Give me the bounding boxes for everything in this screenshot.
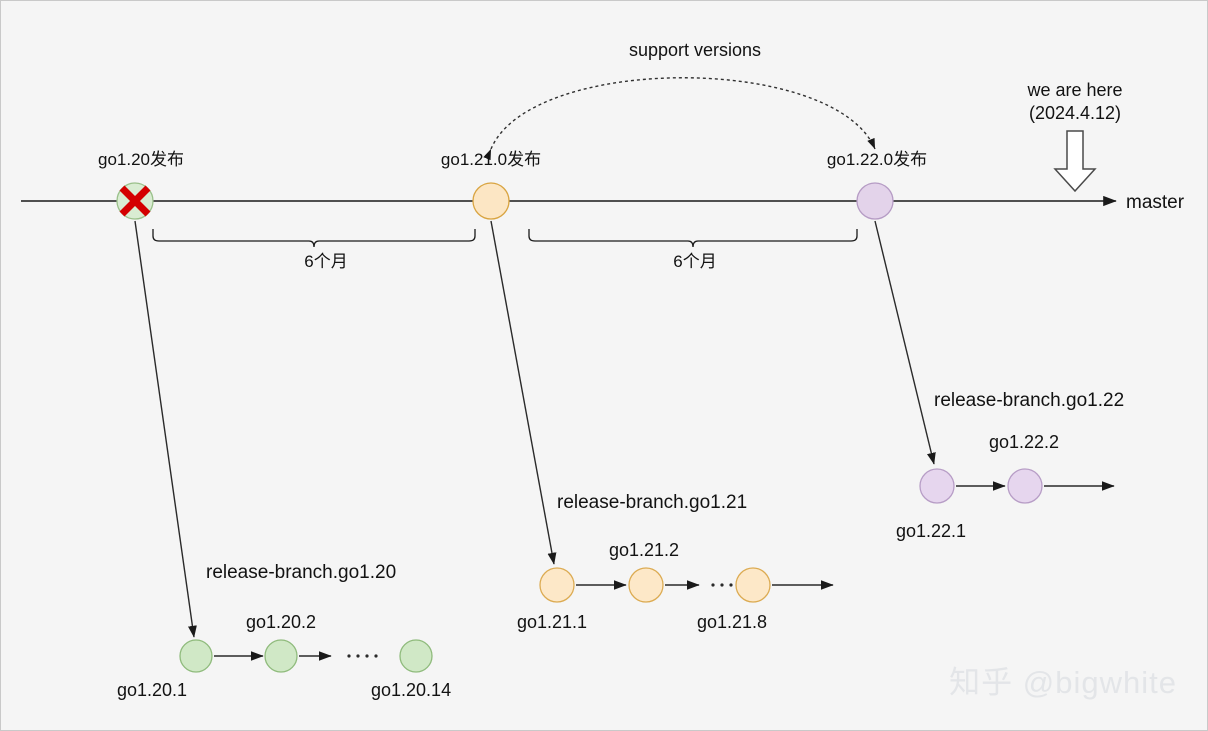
branch-go120-connector: [134, 220, 197, 638]
bracket-label-2: 6个月: [673, 252, 717, 271]
bracket-label-1: 6个月: [304, 252, 348, 271]
branch-go120-node[interactable]: [264, 639, 298, 673]
timeline-node-label-go122: go1.22.0发布: [826, 150, 928, 169]
timeline-node-go122[interactable]: [856, 182, 894, 220]
master-axis-label: master: [1126, 192, 1185, 213]
branch-go122-node[interactable]: [919, 468, 955, 504]
branch-go121-ellipsis-dot: [729, 583, 733, 587]
branch-go122-connector: [874, 220, 936, 465]
timeline-node-go121[interactable]: [472, 182, 510, 220]
branch-go121-ellipsis-dot: [720, 583, 724, 587]
branch-go122-node[interactable]: [1007, 468, 1043, 504]
branch-name-go122: release-branch.go1.22: [934, 390, 1125, 411]
duration-bracket-1: [152, 229, 476, 248]
branch-go121-node[interactable]: [539, 567, 575, 603]
we-are-here-arrow-icon: [1053, 130, 1097, 193]
branch-go120-ellipsis-dot: [365, 654, 369, 658]
branch-node-label-go1201: go1.20.1: [117, 680, 188, 700]
branch-node-label-go1212: go1.21.2: [608, 540, 680, 560]
branch-node-label-go1221: go1.22.1: [896, 521, 967, 541]
branch-node-label-go1222: go1.22.2: [988, 432, 1060, 452]
branch-go121-node[interactable]: [735, 567, 771, 603]
branch-go120-node[interactable]: [179, 639, 213, 673]
branch-go121-ellipsis-dot: [711, 583, 715, 587]
timeline-node-label-go120: go1.20发布: [98, 150, 184, 169]
branch-name-go120: release-branch.go1.20: [206, 562, 397, 583]
branch-node-label-go12014: go1.20.14: [371, 680, 452, 700]
branch-go120-ellipsis-dot: [347, 654, 351, 658]
branch-name-go121: release-branch.go1.21: [557, 492, 748, 513]
branch-node-label-go1218: go1.21.8: [697, 612, 768, 632]
support-versions-label: support versions: [628, 40, 762, 60]
branch-go120-node[interactable]: [399, 639, 433, 673]
we-are-here-label-line1: we are here: [1027, 80, 1123, 100]
timeline-node-label-go121: go1.21.0发布: [440, 150, 542, 169]
deprecated-x-icon: [119, 185, 151, 217]
we-are-here-label-line2: (2024.4.12): [1028, 103, 1122, 123]
branch-go120-ellipsis-dot: [374, 654, 378, 658]
branch-node-label-go1202: go1.20.2: [245, 612, 317, 632]
branch-go121-connector: [490, 220, 557, 565]
branch-go120-ellipsis-dot: [356, 654, 360, 658]
watermark: 知乎 @bigwhite: [949, 665, 1177, 700]
duration-bracket-2: [528, 229, 858, 248]
branch-node-label-go1211: go1.21.1: [517, 612, 588, 632]
support-versions-arc: [483, 77, 876, 161]
branch-go121-node[interactable]: [628, 567, 664, 603]
